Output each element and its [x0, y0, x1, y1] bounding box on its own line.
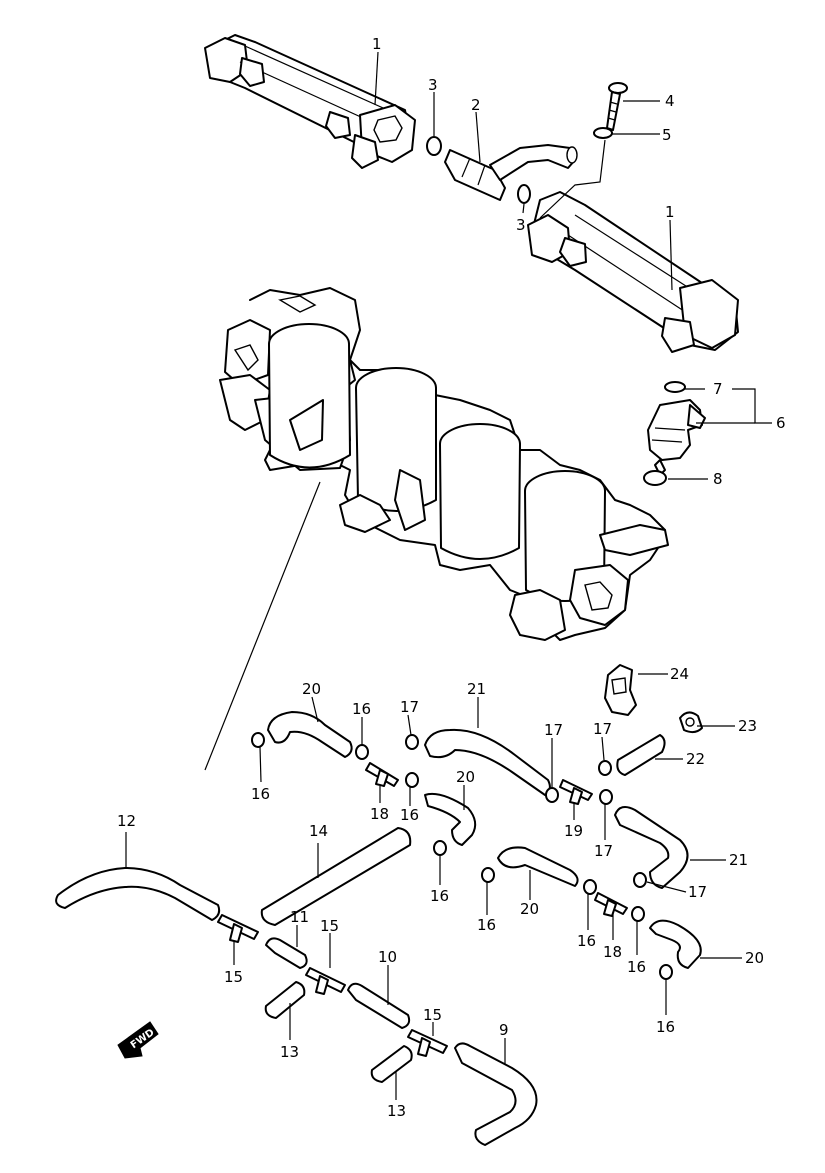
label-7: 7: [713, 380, 723, 398]
hose-14: [260, 827, 412, 926]
label-20-a: 20: [302, 680, 321, 698]
part-numbers: 1 2 3 3 4 5 1 7 6 8 24 23 22 20 21 16 17…: [117, 35, 786, 1120]
label-16-e: 16: [477, 916, 496, 934]
label-16-g: 16: [627, 958, 646, 976]
hose-11: [265, 937, 308, 969]
label-15-b: 15: [224, 968, 243, 986]
label-20-b: 20: [456, 768, 475, 786]
label-6: 6: [776, 414, 786, 432]
label-21-b: 21: [729, 851, 748, 869]
fuel-delivery-pipe-lower: [527, 139, 739, 353]
label-16-a: 16: [352, 700, 371, 718]
hose-10: [347, 982, 411, 1029]
throttle-body-assembly: [219, 287, 669, 641]
hose-20-d: [649, 919, 702, 969]
injector-cushion: [643, 470, 667, 486]
label-15-c: 15: [423, 1006, 442, 1024]
label-13-a: 13: [280, 1043, 299, 1061]
label-10: 10: [378, 948, 397, 966]
label-3-lower: 3: [516, 216, 526, 234]
hose-clips: [251, 732, 673, 980]
hose-21-b: [614, 805, 689, 889]
label-12: 12: [117, 812, 136, 830]
label-24: 24: [670, 665, 689, 683]
label-16-b: 16: [251, 785, 270, 803]
label-17-d: 17: [594, 842, 613, 860]
hose-20-b: [424, 792, 477, 846]
injector-o-ring: [664, 381, 686, 393]
tee-joint-15a: [217, 914, 259, 943]
fuel-injector: [647, 399, 706, 476]
hose-20-a: [267, 711, 353, 758]
label-22: 22: [686, 750, 705, 768]
label-16-c: 16: [400, 806, 419, 824]
label-1-upper: 1: [372, 35, 382, 53]
label-2: 2: [471, 96, 481, 114]
label-15-a: 15: [320, 917, 339, 935]
label-20-d: 20: [745, 949, 764, 967]
tee-joint-15b: [305, 967, 346, 995]
tee-joint-18a: [365, 762, 399, 787]
label-18-a: 18: [370, 805, 389, 823]
clamp-23: [679, 711, 703, 734]
label-13-b: 13: [387, 1102, 406, 1120]
label-19: 19: [564, 822, 583, 840]
tee-joint-18b: [594, 892, 628, 917]
label-1-lower: 1: [665, 203, 675, 221]
label-17-a: 17: [400, 698, 419, 716]
screw: [606, 82, 628, 131]
label-11: 11: [290, 908, 309, 926]
label-4: 4: [665, 92, 675, 110]
label-18-b: 18: [603, 943, 622, 961]
label-3-upper: 3: [428, 76, 438, 94]
o-ring-upper: [426, 136, 442, 156]
tee-joint-15c: [407, 1029, 448, 1057]
label-20-c: 20: [520, 900, 539, 918]
hose-location-leader: [204, 481, 321, 771]
label-9: 9: [499, 1021, 509, 1039]
hose-22: [616, 734, 666, 776]
hose-20-c: [497, 846, 579, 887]
hose-13-b: [370, 1045, 413, 1083]
leader-lines: [125, 51, 772, 1100]
label-17-e: 17: [688, 883, 707, 901]
label-17-b: 17: [544, 721, 563, 739]
label-16-h: 16: [656, 1018, 675, 1036]
tee-joint-19: [559, 779, 593, 805]
label-5: 5: [662, 126, 672, 144]
hose-21-a: [424, 728, 551, 796]
hose-9: [454, 1042, 538, 1146]
label-23: 23: [738, 717, 757, 735]
label-17-c: 17: [593, 720, 612, 738]
label-14: 14: [309, 822, 328, 840]
clamp-24: [604, 664, 637, 716]
o-ring-lower: [517, 184, 531, 204]
hose-13-a: [264, 981, 306, 1019]
label-16-f: 16: [577, 932, 596, 950]
label-21-a: 21: [467, 680, 486, 698]
fuel-delivery-pipe-upper: [204, 34, 416, 169]
hose-12: [55, 867, 221, 921]
washer: [593, 127, 613, 139]
joint-pipe: [444, 144, 578, 201]
fwd-arrow-icon: FWD: [117, 1021, 159, 1059]
label-8: 8: [713, 470, 723, 488]
label-16-d: 16: [430, 887, 449, 905]
